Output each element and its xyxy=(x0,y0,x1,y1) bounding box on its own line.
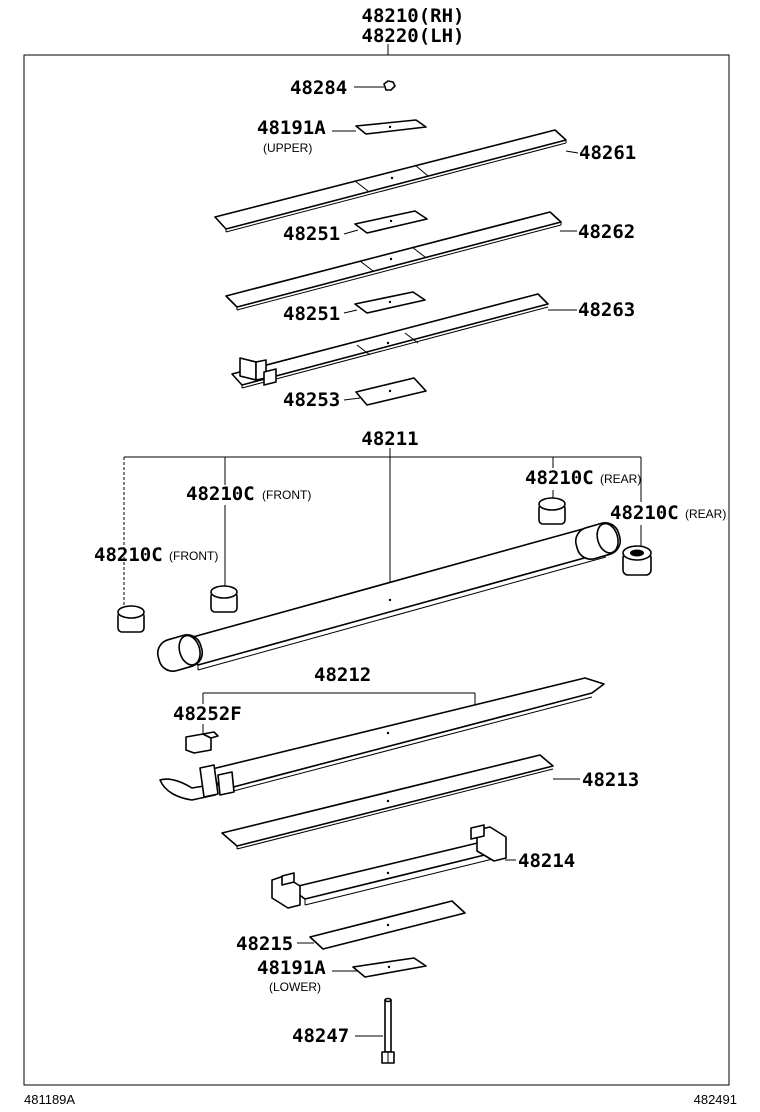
label-48247: 48247 xyxy=(292,1025,349,1047)
leaf-48263-bottom xyxy=(241,306,549,389)
label-48262: 48262 xyxy=(578,221,635,243)
plate-hole xyxy=(388,125,392,129)
leaf-48262-pad-r xyxy=(411,246,426,258)
leaf-48261-pad-r xyxy=(414,164,429,177)
footer-code-right: 482491 xyxy=(694,1092,737,1107)
clip-48252f xyxy=(185,731,219,754)
label-rear-a: (REAR) xyxy=(600,472,641,486)
leaf-48263 xyxy=(231,293,549,386)
leaf-hole xyxy=(386,341,390,345)
title-lh: 48220(LH) xyxy=(362,25,465,47)
title-rh: 48210(RH) xyxy=(362,5,465,27)
nut-48284 xyxy=(383,80,396,91)
pad-hole xyxy=(388,300,392,304)
bushing-bore xyxy=(630,549,644,557)
label-48261: 48261 xyxy=(579,142,636,164)
leaf-hole xyxy=(389,257,393,261)
leader-48251-b xyxy=(343,309,358,314)
label-48251-b: 48251 xyxy=(283,303,340,325)
leaf-48263-clip-tab xyxy=(263,368,277,386)
leaf-48263-pad-l xyxy=(356,344,371,356)
label-front-a: (FRONT) xyxy=(262,488,311,502)
bushing-front-a xyxy=(210,585,238,613)
label-front-b: (FRONT) xyxy=(169,549,218,563)
label-48214: 48214 xyxy=(518,850,575,872)
label-48263: 48263 xyxy=(578,299,635,321)
label-lower: (LOWER) xyxy=(269,980,321,994)
pad-hole xyxy=(388,389,392,393)
leader-48251-a xyxy=(343,229,359,235)
main-leaf-48211 xyxy=(156,522,622,672)
leaf-48263-pad-r xyxy=(404,332,419,344)
label-rear-b: (REAR) xyxy=(685,507,726,521)
leaf-48213 xyxy=(221,754,554,850)
label-48213: 48213 xyxy=(582,769,639,791)
leaf-hole xyxy=(390,176,394,180)
leaf-48212 xyxy=(159,677,605,801)
pad-hole xyxy=(389,219,393,223)
leader-48253 xyxy=(343,397,361,401)
leaf-48261-pad-l xyxy=(354,180,369,192)
bushing-front-b xyxy=(117,605,145,633)
label-48211: 48211 xyxy=(361,428,418,450)
label-48191a-upper: 48191A xyxy=(257,117,326,139)
label-48210c-rear-b: 48210C xyxy=(610,502,679,524)
label-upper: (UPPER) xyxy=(263,141,312,155)
plate-hole xyxy=(387,965,391,969)
leaf-48262-bottom xyxy=(236,224,562,311)
leaf-48262-pad-l xyxy=(359,260,374,272)
leaf-48214 xyxy=(271,824,507,909)
bushing-rear-a xyxy=(538,497,566,525)
label-48210c-front-b: 48210C xyxy=(94,544,163,566)
label-48253: 48253 xyxy=(283,389,340,411)
label-48284: 48284 xyxy=(290,77,347,99)
leaf-48261-bottom xyxy=(225,142,567,233)
label-48210c-front-a: 48210C xyxy=(186,483,255,505)
label-48191a-lower: 48191A xyxy=(257,957,326,979)
plate-hole xyxy=(386,923,390,927)
label-48252f: 48252F xyxy=(173,703,242,725)
bolt-48247 xyxy=(381,997,395,1064)
footer-code-left: 481189A xyxy=(24,1092,75,1107)
assembly-frame xyxy=(23,54,730,1086)
label-48210c-rear-a: 48210C xyxy=(525,467,594,489)
label-48212: 48212 xyxy=(314,664,371,686)
label-48215: 48215 xyxy=(236,933,293,955)
leaf-48263-clip xyxy=(239,357,257,381)
label-48251-a: 48251 xyxy=(283,223,340,245)
bushing-rear-b xyxy=(622,545,652,576)
leader-48261 xyxy=(565,150,579,154)
